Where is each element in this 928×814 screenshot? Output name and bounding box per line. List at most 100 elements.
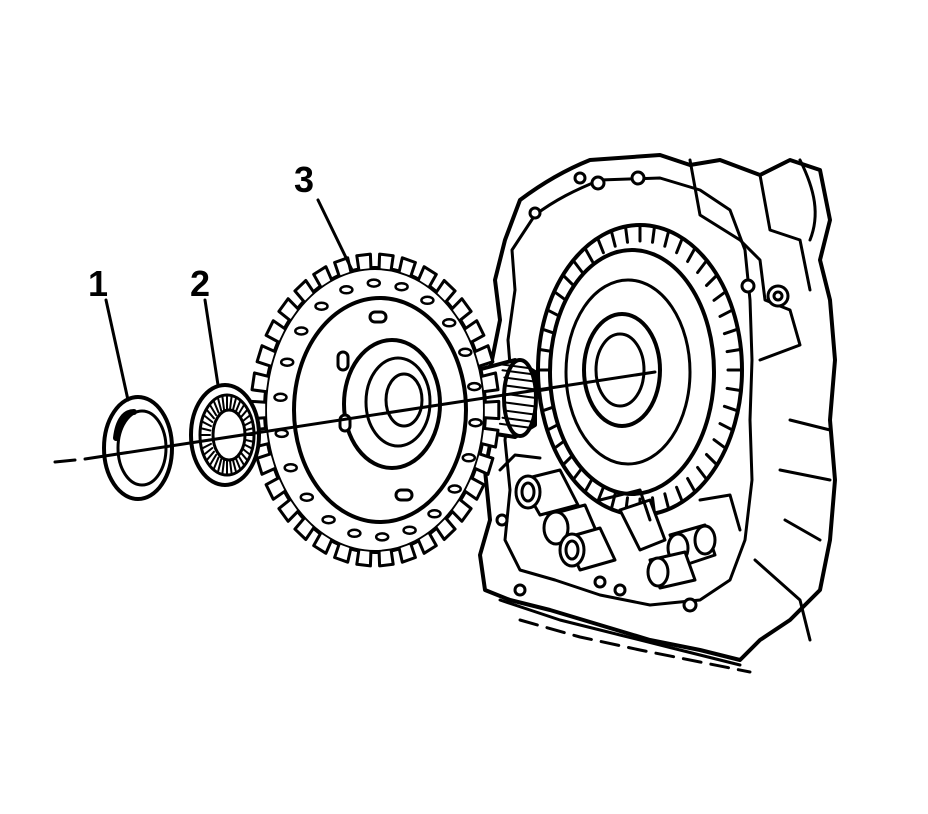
rim-slot [402, 525, 417, 535]
bearing-roller [221, 394, 225, 411]
bearing-roller [199, 427, 212, 432]
gear-tooth [293, 279, 316, 304]
ring-gear-tooth [609, 229, 617, 248]
ring-gear-tooth [705, 453, 719, 467]
rim-slot [321, 514, 336, 525]
bearing-roller [202, 447, 214, 456]
gear-tooth [355, 252, 373, 271]
gear-tooth [480, 371, 500, 394]
bearing-roller [231, 458, 238, 474]
gear-tooth [255, 344, 277, 368]
gear-tooth [355, 549, 373, 568]
bearing-roller [229, 394, 233, 411]
rim-slot [420, 295, 435, 306]
ring-gear-tooth [705, 273, 719, 287]
gear-tooth [377, 252, 395, 271]
ring-gear-tooth [571, 258, 584, 274]
shaft-spline [498, 422, 531, 429]
bearing-roller [229, 459, 233, 476]
ring-gear-tooth [561, 273, 575, 287]
ring-gear-tooth [696, 258, 709, 274]
rim-slot [441, 318, 457, 328]
ring-gear-tooth [663, 229, 671, 248]
ring-gear-tooth [712, 438, 728, 450]
shaft-spline [504, 401, 537, 408]
ring-gear-tooth [718, 308, 735, 318]
gear-tooth [312, 531, 333, 555]
ring-gear-tooth [686, 246, 697, 263]
rim-slot [366, 278, 382, 288]
gear-tooth [483, 399, 501, 421]
ring-gear-tooth [718, 422, 735, 432]
gear-tooth [377, 549, 395, 568]
rim-slot [283, 462, 298, 473]
ring-gear-tooth [725, 347, 743, 354]
ring-gear-tooth [675, 236, 684, 255]
case-ring-gear [536, 223, 744, 517]
bearing-roller [221, 459, 225, 476]
part-3-gear-assembly [249, 252, 538, 568]
transmission-case [478, 153, 837, 674]
gear-tooth [397, 542, 417, 564]
gear-tooth [293, 516, 316, 541]
bearing-roller [216, 458, 223, 474]
callout-label-2: 2 [190, 263, 210, 304]
callout-1: 1 [88, 263, 130, 402]
gear-tooth [255, 452, 277, 476]
rim-slot [339, 285, 354, 295]
rim-slot [468, 417, 483, 428]
rim-slot [427, 509, 442, 519]
gear-tooth [434, 516, 457, 541]
rim-slot [294, 326, 309, 336]
shaft-spline [501, 416, 534, 423]
ring-gear-tooth [675, 485, 684, 504]
rim-slot [374, 532, 390, 542]
rim-slot [467, 381, 482, 392]
ring-gear-tooth [583, 246, 594, 263]
shaft-spline [501, 369, 534, 376]
gear-tooth [333, 542, 353, 564]
ring-gear-tooth [663, 492, 671, 511]
ring-gear-tooth [722, 327, 740, 336]
gear-tooth [463, 319, 486, 344]
part-1-thrust-washer [102, 395, 174, 501]
assembly-axis-line [53, 370, 657, 464]
gear-tooth [312, 265, 333, 289]
bearing-roller [234, 399, 242, 414]
gear-tooth [417, 531, 438, 555]
rim-slot [279, 357, 295, 367]
rim-slot [314, 301, 329, 311]
rim-slot [461, 453, 477, 463]
gear-tooth [417, 265, 438, 289]
ring-gear-tooth [696, 466, 709, 482]
case-bolt-holes [495, 170, 790, 613]
bearing-roller [200, 442, 212, 450]
bearing-roller [231, 396, 238, 412]
ring-gear-tooth [624, 225, 629, 244]
ring-gear-tooth [583, 477, 594, 494]
bearing-roller [208, 403, 218, 417]
bearing-roller [205, 408, 215, 420]
gear-tooth [480, 426, 500, 449]
gear-tooth [277, 498, 300, 523]
callout-3: 3 [294, 159, 354, 272]
bearing-roller [216, 396, 223, 412]
ring-gear-tooth [725, 386, 743, 393]
bearing-roller [205, 450, 215, 462]
gear-tooth [250, 371, 270, 394]
callout-2: 2 [190, 263, 220, 387]
bearing-roller [212, 399, 220, 414]
gear-tooth [473, 452, 495, 476]
shaft-spline [503, 409, 536, 416]
callout-label-1: 1 [88, 263, 108, 304]
rim-slot [458, 347, 473, 358]
ring-gear-tooth [552, 290, 568, 302]
shaft-spline [504, 384, 537, 391]
gear-tooth [434, 279, 457, 304]
bearing-roller [234, 456, 242, 471]
rim-slot [447, 484, 462, 494]
shaft-spline [503, 376, 536, 383]
gear-tooth [463, 476, 486, 501]
callout-label-3: 3 [294, 159, 314, 200]
rim-slot [273, 392, 288, 403]
